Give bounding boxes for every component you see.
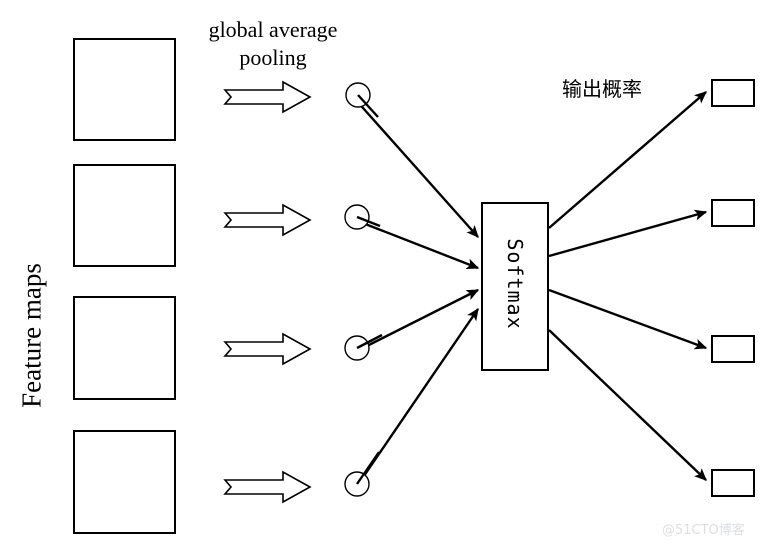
input-connections-group [354,98,480,490]
pooling-arrow-4 [223,470,312,504]
connection-softmax-output3 [548,288,708,350]
output-box-2 [711,199,755,227]
connection-softmax-output1 [548,91,707,229]
gap-label-line2: pooling [239,45,307,70]
output-probability-label: 输出概率 [562,77,642,101]
pooling-arrow-3 [223,332,312,366]
feature-maps-label: Feature maps [16,263,47,408]
node-stub-1 [357,94,379,118]
feature-map-2 [73,164,176,267]
output-connections-group [548,91,708,481]
pooling-arrow-1 [223,80,312,114]
node-stub-4 [356,451,380,485]
feature-maps-group [73,38,176,534]
softmax-label: Softmax [503,238,527,330]
connection-node3-softmax [354,288,480,354]
feature-map-1 [73,38,176,141]
gap-label-line1: global average [208,17,338,42]
output-boxes-group [711,79,755,497]
softmax-box [481,202,549,371]
connection-softmax-output4 [548,329,707,481]
output-box-1 [711,79,755,107]
pooling-arrow-2 [223,203,312,237]
feature-map-4 [73,430,176,534]
node-stub-group [356,94,383,485]
output-box-4 [711,469,755,497]
connection-node1-softmax [354,98,479,238]
connection-node2-softmax [354,218,480,270]
node-stub-2 [356,215,381,228]
node-stub-3 [356,333,383,350]
watermark: @51CTO博客 [662,523,745,538]
connection-softmax-output2 [548,209,708,258]
feature-map-3 [73,296,176,400]
pooled-nodes-group [344,82,371,497]
output-box-3 [711,335,755,363]
global-average-pooling-label: global average pooling [188,16,358,72]
pooling-arrows-group [223,80,312,504]
